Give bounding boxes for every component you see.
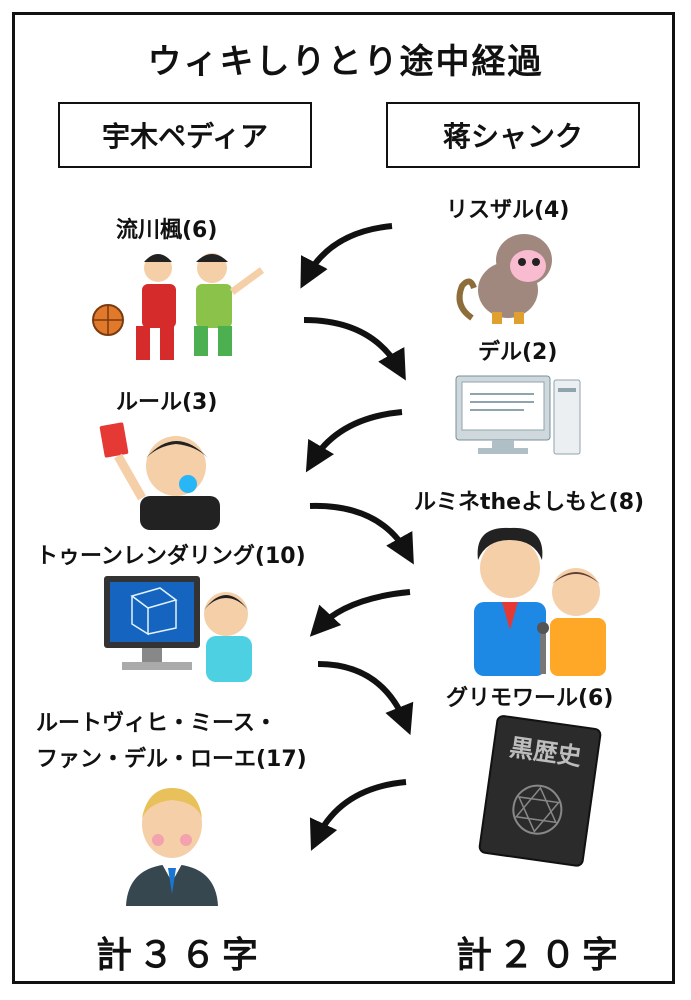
- comedy-duo-icon: [474, 527, 606, 676]
- total-right: 計２０字: [456, 935, 625, 976]
- word-mies-van-der-rohe: ルートヴィヒ・ミース・ ファン・デル・ローエ(17): [36, 706, 307, 778]
- word-rukawa-kaede: 流川楓(6): [116, 218, 218, 243]
- player-name-right: 蒋シャンク: [386, 102, 640, 168]
- cad-designer-icon: [104, 576, 252, 682]
- page-title: ウィキしりとり途中経過: [147, 42, 544, 82]
- word-rule: ルール(3): [116, 390, 218, 415]
- word-grimoire: グリモワール(6): [446, 686, 614, 711]
- squirrel-monkey-icon: [456, 234, 552, 324]
- black-history-book-icon: 黒歴史: [478, 715, 602, 867]
- basketball-players-icon: [92, 253, 265, 360]
- businessman-icon: [126, 788, 218, 906]
- word-deru: デル(2): [478, 340, 558, 365]
- word-toon-rendering: トゥーンレンダリング(10): [36, 544, 306, 569]
- word-mies-line2: ファン・デル・ローエ(17): [36, 747, 307, 772]
- total-left: 計３６字: [96, 935, 265, 976]
- player-name-left: 宇木ペディア: [58, 102, 312, 168]
- desktop-computer-icon: [455, 375, 581, 455]
- word-risuzaru: リスザル(4): [446, 198, 570, 223]
- word-lumine: ルミネtheよしもと(8): [414, 490, 645, 515]
- referee-red-card-icon: [99, 422, 220, 530]
- word-mies-line1: ルートヴィヒ・ミース・: [36, 711, 277, 736]
